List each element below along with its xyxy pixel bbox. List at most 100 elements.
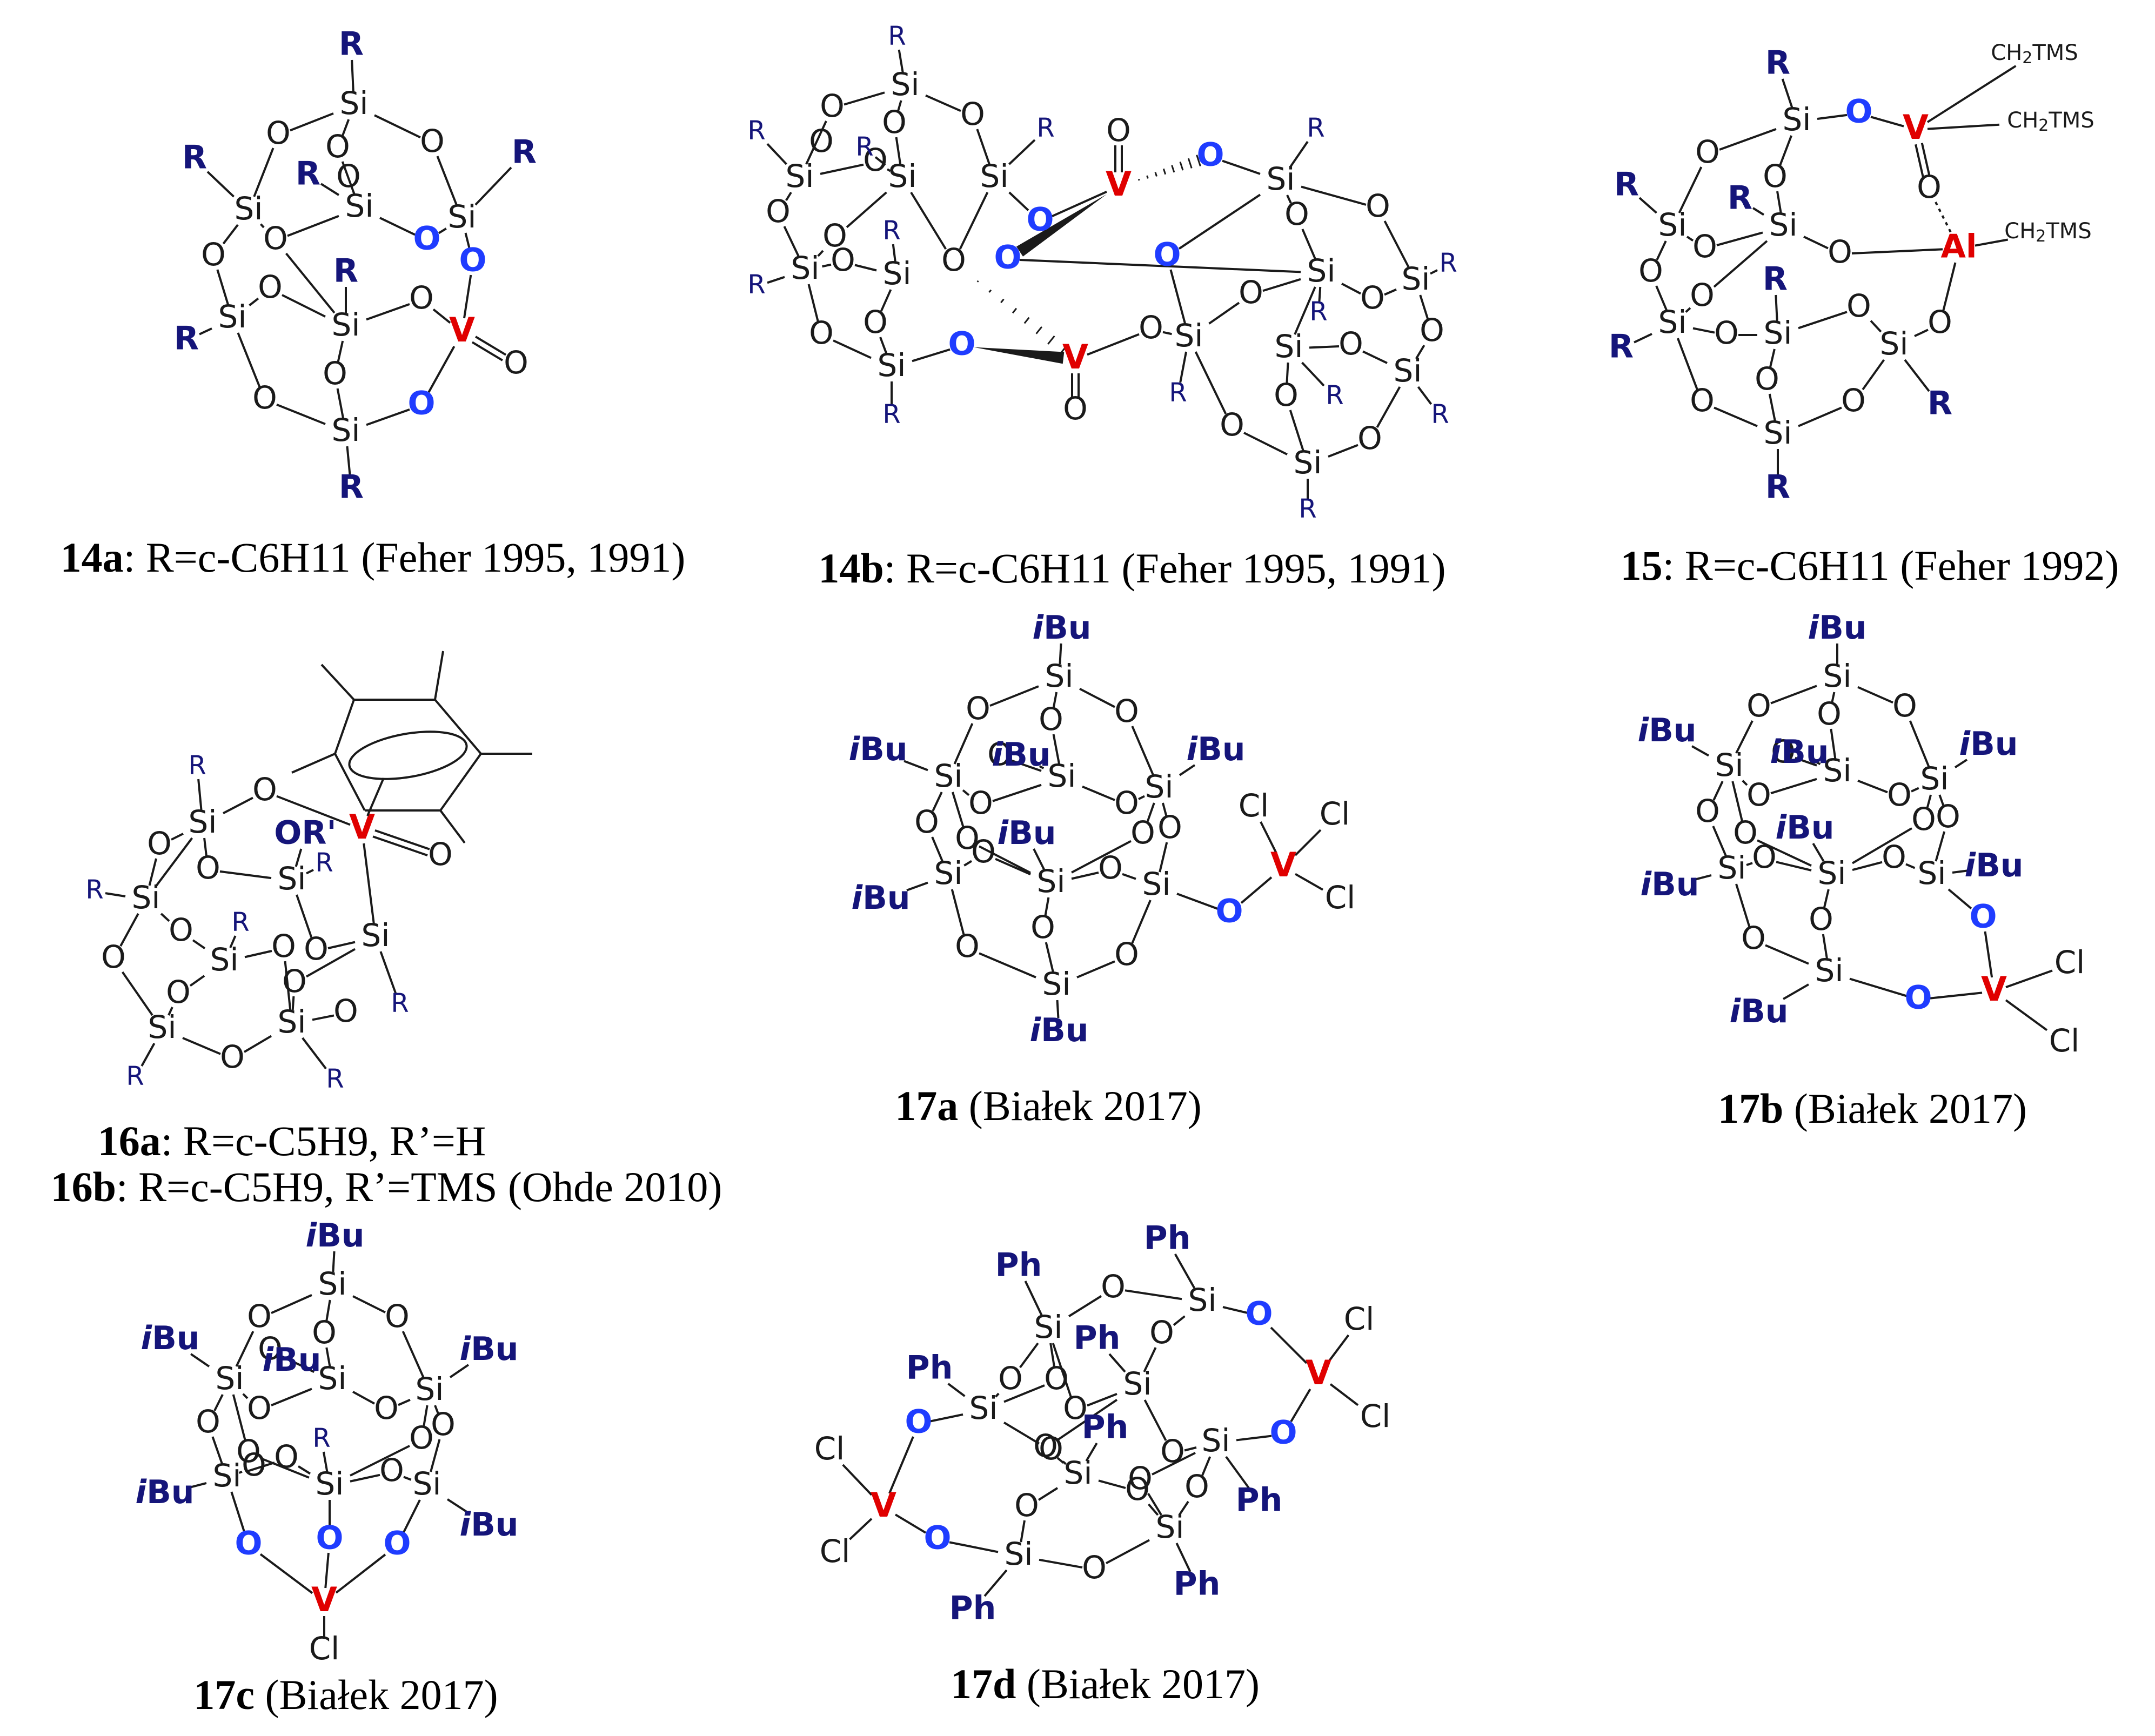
bond-line xyxy=(1735,720,1754,754)
r-group: R xyxy=(126,1061,144,1091)
oxygen-atom: O xyxy=(1695,793,1720,829)
oxygen-atom: O xyxy=(1063,390,1088,427)
oxygen-atom: O xyxy=(1771,733,1796,770)
oxygen-atom: O xyxy=(271,928,296,964)
aromatic-ring xyxy=(348,730,468,780)
silicon-atom: Si xyxy=(1145,768,1174,805)
bond-line xyxy=(1746,862,1753,866)
silicon-atom: Si xyxy=(1658,206,1687,243)
ibu-group: iBu xyxy=(1640,866,1699,903)
oxygen-bridge-atom: O xyxy=(1969,898,1997,936)
silicon-atom: Si xyxy=(1769,206,1798,243)
bond-line xyxy=(203,837,208,857)
bond-line xyxy=(783,226,800,257)
r-group: R xyxy=(1299,494,1316,524)
oxygen-atom: O xyxy=(1882,839,1906,875)
silicon-atom: Si xyxy=(1764,314,1792,351)
vanadium-atom: V xyxy=(1270,845,1296,884)
bond-line xyxy=(1262,278,1301,292)
silicon-atom: Si xyxy=(318,1360,347,1397)
bond-line xyxy=(1071,840,1132,874)
silicon-atom: Si xyxy=(878,347,906,384)
r-group: R xyxy=(231,907,249,937)
silicon-atom: Si xyxy=(218,298,247,335)
bond-line xyxy=(1817,113,1848,120)
bond-line xyxy=(1179,351,1188,383)
ibu-group: iBu xyxy=(459,1506,518,1544)
bond-line xyxy=(1757,839,1812,867)
oxygen-atom: O xyxy=(379,1452,404,1489)
silicon-atom: Si xyxy=(969,1390,998,1426)
silicon-atom: Si xyxy=(332,306,360,343)
bond-line xyxy=(401,1331,425,1378)
bond-line xyxy=(925,94,961,112)
silicon-atom: Si xyxy=(235,190,263,227)
bond-line xyxy=(880,289,892,312)
oxygen-atom: O xyxy=(960,96,985,132)
compound-number: 17c xyxy=(193,1671,255,1718)
oxygen-atom: O xyxy=(247,1298,272,1335)
ibu-group: iBu xyxy=(997,814,1056,852)
bond-line xyxy=(1812,842,1825,862)
silicon-atom: Si xyxy=(1815,952,1844,989)
bond-line xyxy=(171,833,184,841)
bond-line xyxy=(363,843,375,924)
ibu-group: iBu xyxy=(1808,609,1866,647)
bond-line xyxy=(1691,745,1709,757)
bond-line xyxy=(1857,780,1888,794)
oxygen-atom: O xyxy=(1817,695,1842,732)
oxygen-atom: O xyxy=(336,158,361,195)
bond-line xyxy=(284,961,292,1010)
bond-line xyxy=(403,1476,412,1481)
bond-line xyxy=(242,1393,249,1399)
bond-line xyxy=(1870,320,1882,333)
ibu-group: iBu xyxy=(262,1341,321,1379)
bond-line xyxy=(342,119,350,136)
bond-line xyxy=(1044,897,1050,917)
bond-line xyxy=(849,1518,873,1540)
oxygen-atom: O xyxy=(1338,325,1363,362)
ibu-group: iBu xyxy=(1637,712,1696,749)
silicon-atom: Si xyxy=(786,158,814,195)
oxygen-atom: O xyxy=(1752,839,1777,875)
bond-line xyxy=(910,191,947,250)
bond-line xyxy=(1122,873,1136,880)
oxygen-atom: O xyxy=(1101,1268,1126,1305)
bond-line xyxy=(1430,269,1438,275)
oxygen-bridge-atom: O xyxy=(1026,201,1054,239)
bond-line xyxy=(1106,1539,1150,1564)
bond-line xyxy=(1904,359,1930,392)
ibu-group: iBu xyxy=(1964,847,2023,884)
bond-line xyxy=(1260,821,1277,854)
caption-text: : R=c-C6H11 (Feher 1995, 1991) xyxy=(884,545,1446,592)
bond-line xyxy=(1082,785,1115,801)
aluminium-atom: Al xyxy=(1940,228,1977,266)
bond-line xyxy=(951,792,965,828)
bond-line xyxy=(1045,942,1054,973)
oxygen-atom: O xyxy=(166,974,191,1010)
bond-line xyxy=(121,971,153,1016)
bond-line xyxy=(1309,345,1340,349)
vanadium-atom: V xyxy=(449,310,475,350)
bond-line xyxy=(1068,1295,1102,1317)
hash-bond-line xyxy=(1179,161,1184,171)
double-bond-line xyxy=(1920,143,1931,176)
bond-line xyxy=(216,269,230,305)
bond-line xyxy=(237,332,261,387)
bond-line xyxy=(1174,1254,1196,1289)
bond-line xyxy=(352,1295,386,1313)
bond-line xyxy=(1179,764,1196,776)
r-group: R xyxy=(1439,248,1457,278)
ibu-group: iBu xyxy=(459,1330,518,1368)
bond-line xyxy=(1131,726,1154,775)
bond-line xyxy=(1003,1384,1045,1403)
bond-line xyxy=(379,217,416,236)
silicon-atom: Si xyxy=(132,879,160,916)
bond-line xyxy=(1301,361,1325,387)
bond-line xyxy=(822,263,832,268)
oxygen-atom: O xyxy=(1928,304,1952,340)
